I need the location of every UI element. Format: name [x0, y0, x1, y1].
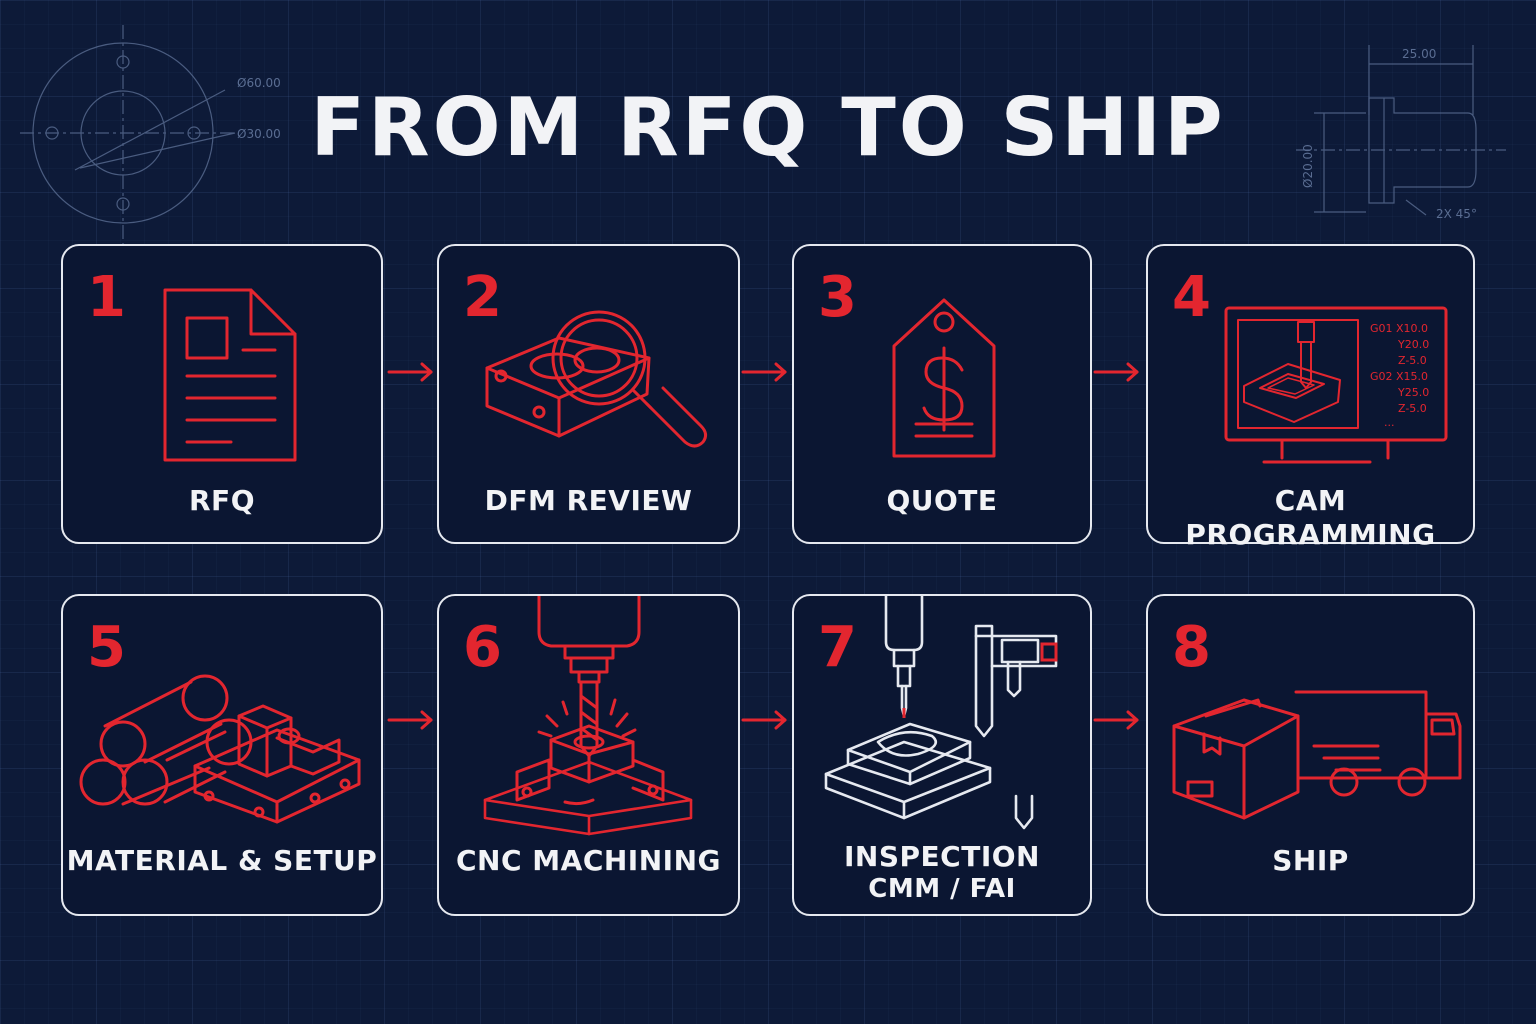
flange-drawing: Ø60.00 Ø30.00 — [20, 25, 281, 245]
step-label: RFQ — [189, 484, 255, 517]
step-number: 8 — [1172, 615, 1211, 680]
step-label-line2: CMM / FAI — [868, 874, 1016, 904]
step-label-line1: INSPECTION — [844, 840, 1040, 873]
step-card-cam-programming: 4 G01 X10.0 Y20.0 Z-5.0 G02 X15.0 Y25.0 … — [1146, 244, 1475, 551]
shaft-dim-chamfer: 2X 45° — [1436, 207, 1477, 221]
gcode-line: Y25.0 — [1397, 386, 1429, 399]
shaft-drawing: 25.00 Ø20.00 2X 45° — [1296, 45, 1506, 221]
step-card-ship: 8 SHIP — [1146, 594, 1475, 916]
shaft-dim-length: 25.00 — [1402, 47, 1436, 61]
step-card-dfm-review: 2 DFM REVIEW — [437, 244, 740, 544]
cmm-caliper-icon — [824, 596, 1058, 830]
arrow-icon — [1093, 710, 1139, 730]
shaft-dim-diameter: Ø20.00 — [1301, 144, 1315, 188]
arrow-icon — [741, 362, 787, 382]
gcode-line: G01 X10.0 — [1370, 322, 1428, 335]
step-number: 6 — [463, 615, 502, 680]
gcode-line: G02 X15.0 — [1370, 370, 1428, 383]
step-label: CNC MACHINING — [456, 844, 721, 877]
gcode-line: Z-5.0 — [1398, 402, 1427, 415]
step-card-quote: 3 QUOTE — [792, 244, 1092, 544]
document-icon — [163, 288, 297, 462]
page-title: FROM RFQ TO SHIP — [310, 81, 1226, 174]
step-card-rfq: 1 RFQ — [61, 244, 383, 544]
arrow-icon — [387, 710, 433, 730]
step-number: 3 — [818, 265, 857, 330]
step-card-material-setup: 5 MATERIAL & SETUP — [61, 594, 383, 916]
step-number: 1 — [87, 265, 126, 330]
step-card-inspection: 7 INSPECTION CMM / FAI — [792, 594, 1092, 916]
step-card-cnc-machining: 6 CNC MACHINING — [437, 594, 740, 916]
stock-vise-icon — [79, 674, 361, 824]
step-number: 4 — [1172, 265, 1211, 330]
flange-dim-inner: Ø30.00 — [237, 127, 281, 141]
arrow-icon — [741, 710, 787, 730]
step-label: QUOTE — [886, 484, 998, 517]
gcode-line: ... — [1384, 416, 1395, 429]
spindle-cutting-icon — [483, 596, 693, 836]
step-number: 7 — [818, 615, 857, 680]
step-label: INSPECTION CMM / FAI — [794, 840, 1090, 904]
gcode-line: Z-5.0 — [1398, 354, 1427, 367]
step-label: MATERIAL & SETUP — [66, 844, 378, 877]
arrow-icon — [387, 362, 433, 382]
box-truck-icon — [1172, 690, 1462, 820]
step-label: DFM REVIEW — [484, 484, 693, 517]
cam-monitor-icon: G01 X10.0 Y20.0 Z-5.0 G02 X15.0 Y25.0 Z-… — [1224, 306, 1448, 464]
gcode-line: Y20.0 — [1397, 338, 1429, 351]
flange-dim-outer: Ø60.00 — [237, 76, 281, 90]
magnifier-part-icon — [485, 310, 708, 448]
step-label: SHIP — [1272, 844, 1349, 877]
arrow-icon — [1093, 362, 1139, 382]
price-tag-icon — [892, 298, 996, 458]
step-number: 2 — [463, 265, 502, 330]
step-label: CAM PROGRAMMING — [1185, 484, 1436, 551]
step-number: 5 — [87, 615, 126, 680]
